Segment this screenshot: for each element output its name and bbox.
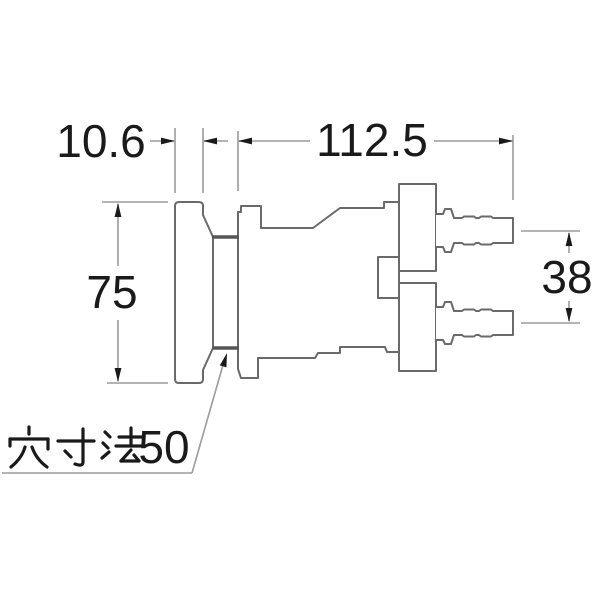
arrowhead-up [114,203,122,217]
fitting-outline [174,183,514,384]
upper-hose-barb [435,208,514,253]
hole-note-number: 50 [138,421,189,473]
leader-arrowhead [219,353,227,368]
dimension-outlet-spacing: 38 [521,230,593,324]
dimension-value: 10.6 [56,115,146,167]
arrowhead-left [203,137,217,145]
arrowhead-down [114,368,122,382]
dimension-flange-thickness: 10.6 [56,115,228,193]
hole-note-kanji-sun [56,427,96,467]
hole-note-kanji-hou [100,426,147,463]
dimension-value: 75 [86,266,137,318]
lower-nut-block [398,282,437,372]
arrowhead-up [565,232,573,246]
dimension-value: 38 [541,251,592,303]
leader-line [191,357,226,474]
dimension-body-length: 112.5 [237,114,514,200]
hole-size-note: 50 穴寸法50 [2,353,227,474]
hole-note-kanji-ana [8,425,50,469]
arrowhead-left [238,137,252,145]
fitting-body-silhouette [174,201,400,384]
center-connector-block [377,256,400,299]
arrowhead-right [161,137,175,145]
hole-note-full-label: 穴寸法50 [8,423,189,472]
dimension-flange-height: 75 [86,201,168,384]
dimension-value: 112.5 [316,114,428,166]
lower-hose-barb [435,301,514,345]
arrowhead-right [499,137,513,145]
arrowhead-down [565,308,573,322]
upper-nut-block [398,183,437,272]
